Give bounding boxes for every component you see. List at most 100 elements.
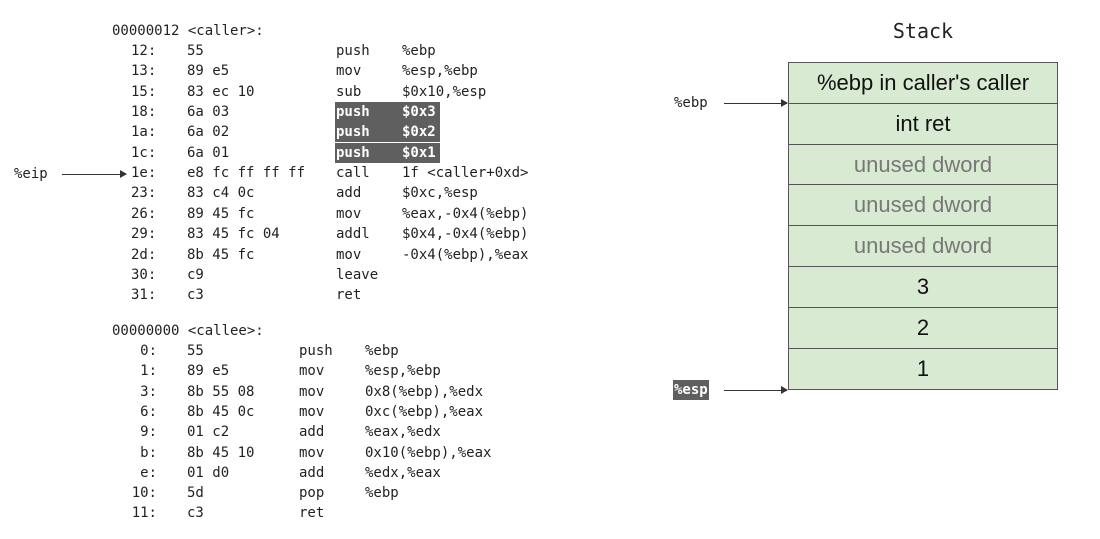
opcode-bytes: 8b 55 08: [187, 383, 255, 400]
stack-cell: unused dword: [789, 145, 1057, 186]
stack-cell: 2: [789, 308, 1057, 349]
opcode-bytes: 89 e5: [187, 363, 230, 380]
mnemonic: leave: [336, 266, 379, 283]
address: 1c:: [131, 144, 157, 161]
opcode-bytes: 8b 45 0c: [187, 403, 255, 420]
address: b:: [140, 444, 157, 461]
address: 31:: [131, 287, 157, 304]
operands: %eax,%edx: [365, 424, 441, 441]
stack-cell: %ebp in caller's caller: [789, 63, 1057, 104]
mnemonic: pop: [299, 485, 325, 502]
operands: 1f <caller+0xd>: [402, 165, 529, 182]
caller-code-line: 31: c3 ret: [0, 285, 560, 305]
stack-title: Stack: [892, 19, 954, 43]
opcode-bytes: 83 45 fc 04: [187, 226, 280, 243]
opcode-bytes: 83 c4 0c: [187, 185, 255, 202]
operands: $0x1: [402, 144, 436, 161]
mnemonic: mov: [299, 363, 325, 380]
operands: %ebp: [402, 43, 436, 59]
stack-cell: unused dword: [789, 226, 1057, 267]
operands: $0x3: [402, 104, 436, 121]
caller-code-line: 12: 55 push %ebp: [0, 41, 560, 61]
opcode-bytes: 89 45 fc: [187, 205, 255, 222]
address: 15:: [131, 83, 157, 100]
mnemonic: mov: [336, 205, 362, 222]
opcode-bytes: 83 ec 10: [187, 83, 255, 100]
address: 18:: [131, 104, 157, 121]
stack-cell: 3: [789, 267, 1057, 308]
caller-code-line: 29: 83 45 fc 04 addl $0x4,-0x4(%ebp): [0, 224, 560, 244]
opcode-bytes: 8b 45 10: [187, 444, 255, 461]
stack-cell: int ret: [789, 104, 1057, 145]
operands: 0x8(%ebp),%edx: [365, 383, 484, 400]
address: 30:: [131, 266, 157, 283]
operands: 0xc(%ebp),%eax: [365, 403, 484, 420]
opcode-bytes: 6a 03: [187, 104, 230, 121]
mnemonic: call: [336, 165, 370, 182]
opcode-bytes: c3: [187, 287, 204, 304]
opcode-bytes: 55: [187, 43, 204, 59]
mnemonic: push: [336, 43, 370, 59]
mnemonic: mov: [299, 444, 325, 461]
operands: %esp,%ebp: [402, 63, 478, 80]
callee-code-line: 11: c3 ret: [0, 503, 560, 523]
operands: $0x4,-0x4(%ebp): [402, 226, 529, 243]
stack-cell: 1: [916, 355, 930, 381]
opcode-bytes: 01 c2: [187, 424, 230, 441]
address: 29:: [131, 226, 157, 243]
opcode-bytes: e8 fc ff ff ff: [187, 165, 306, 182]
operands: -0x4(%ebp),%eax: [402, 246, 529, 263]
opcode-bytes: 8b 45 fc: [187, 246, 255, 263]
caller-code-line: 30: c9 leave: [0, 265, 560, 285]
esp-arrow: [724, 386, 788, 394]
operands: $0x10,%esp: [402, 83, 487, 100]
address: 2d:: [131, 246, 157, 263]
address: 23:: [131, 185, 157, 202]
operands: %esp,%ebp: [365, 363, 441, 380]
opcode-bytes: 89 e5: [187, 63, 230, 80]
opcode-bytes: 01 d0: [187, 464, 230, 481]
opcode-bytes: c9: [187, 266, 204, 283]
address: 9:: [140, 424, 157, 441]
opcode-bytes: 6a 02: [187, 124, 230, 141]
caller-code-line: 13: 89 e5 mov %esp,%ebp: [0, 61, 560, 81]
operands: 0x10(%ebp),%eax: [365, 444, 492, 461]
mnemonic: mov: [336, 246, 362, 263]
operands: %ebp: [365, 343, 399, 359]
mnemonic: mov: [336, 63, 362, 80]
address: 13:: [131, 63, 157, 80]
operands: %eax,-0x4(%ebp): [402, 205, 529, 222]
opcode-bytes: 6a 01: [187, 144, 230, 161]
callee-code-line: b: 8b 45 10 mov 0x10(%ebp),%eax: [0, 443, 560, 463]
address: 12:: [131, 43, 157, 59]
caller-code-line: 2d: 8b 45 fc mov -0x4(%ebp),%eax: [0, 245, 560, 265]
stack-cell: unused dword: [789, 185, 1057, 227]
ebp-label: %ebp: [674, 95, 708, 111]
address: 1e:: [131, 165, 157, 182]
mnemonic: push: [299, 343, 333, 359]
address: 26:: [131, 205, 157, 222]
address: 11:: [131, 505, 157, 522]
ebp-arrow: [724, 99, 788, 107]
mnemonic: push: [336, 144, 370, 161]
mnemonic: ret: [336, 287, 362, 304]
operands: %ebp: [365, 485, 399, 502]
highlight-box: [335, 102, 440, 123]
eip-label: %eip: [14, 166, 48, 182]
opcode-bytes: 55: [187, 343, 204, 359]
caller-code-line: 1e: e8 fc ff ff ff call 1f <caller+0xd>: [0, 163, 560, 183]
mnemonic: ret: [299, 505, 325, 522]
caller-code-line: 1c: 6a 01 push $0x1: [0, 142, 560, 163]
mnemonic: mov: [299, 383, 325, 400]
esp-label: %esp: [673, 380, 709, 400]
opcode-bytes: c3: [187, 505, 204, 522]
mnemonic: addl: [336, 226, 370, 243]
highlight-box: [335, 122, 440, 143]
